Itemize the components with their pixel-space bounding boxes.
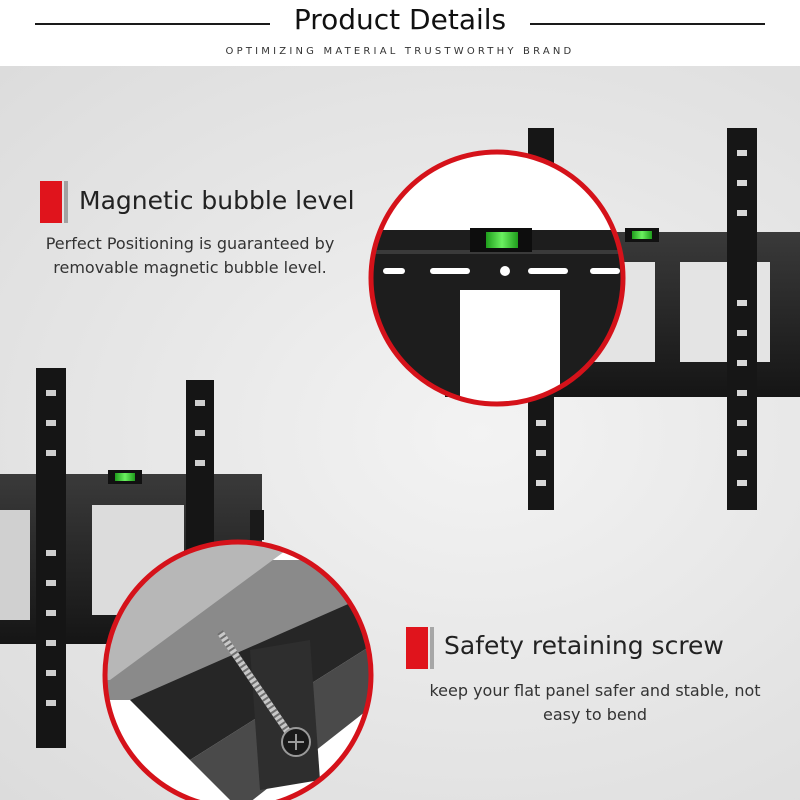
feature-description-line: easy to bend: [543, 705, 647, 724]
feature-description-line: Perfect Positioning is guaranteed by: [45, 234, 335, 253]
feature-description-line: keep your flat panel safer and stable, n…: [429, 681, 761, 700]
header-rule-left: [35, 23, 270, 25]
feature-title-bubble-level: Magnetic bubble level: [79, 186, 355, 215]
header-rule-right: [530, 23, 765, 25]
header: Product Details OPTIMIZING MATERIAL TRUS…: [0, 0, 800, 66]
feature-marker-bubble-level: [40, 181, 68, 223]
page-subtitle: OPTIMIZING MATERIAL TRUSTWORTHY BRAND: [225, 46, 575, 57]
feature-description-retaining-screw: keep your flat panel safer and stable, n…: [400, 679, 790, 727]
feature-marker-retaining-screw: [406, 627, 434, 669]
feature-title-retaining-screw: Safety retaining screw: [444, 631, 724, 660]
page-title: Product Details: [293, 3, 507, 36]
zoom-circle-retaining-screw: [102, 539, 374, 800]
feature-description-bubble-level: Perfect Positioning is guaranteed by rem…: [20, 232, 360, 280]
mount-bottom-left: [0, 368, 264, 748]
feature-description-line: removable magnetic bubble level.: [53, 258, 327, 277]
